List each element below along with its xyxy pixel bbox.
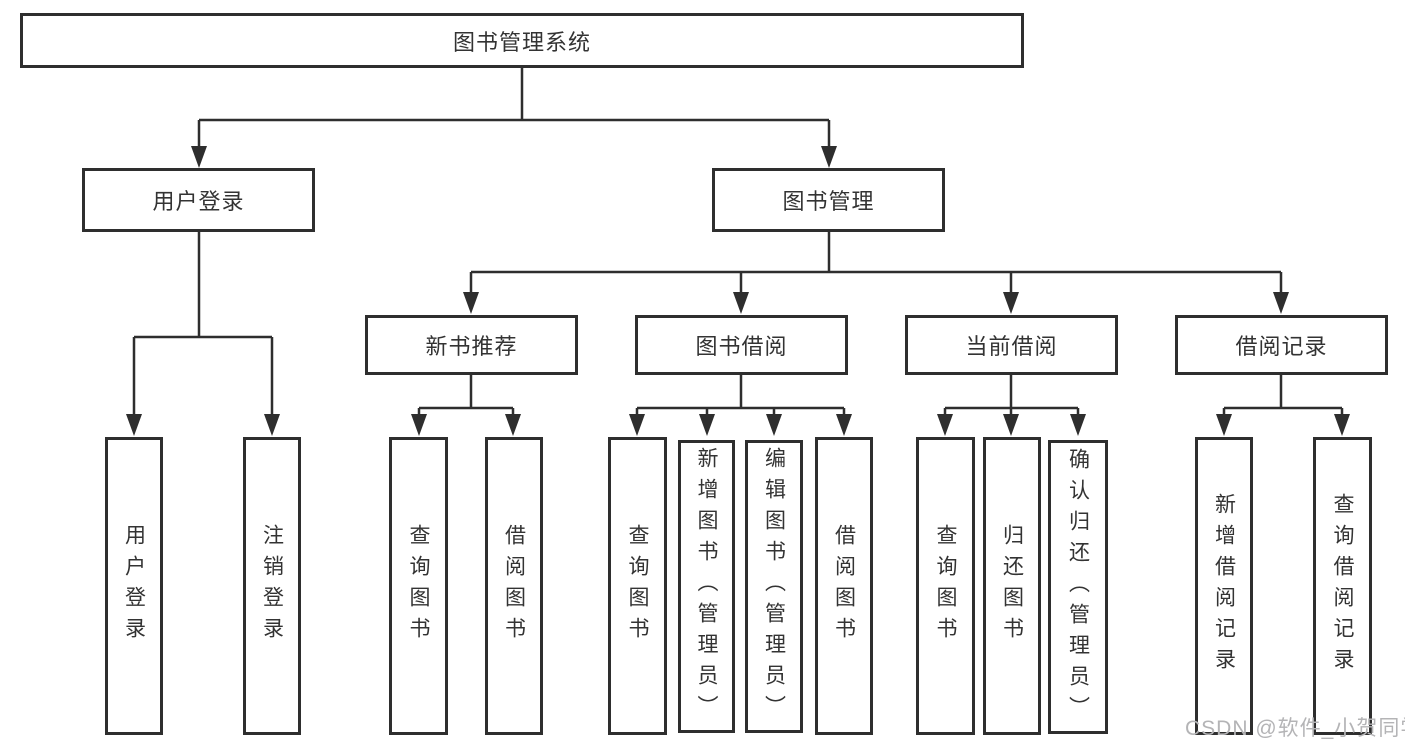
node-user-login: 用户登录 bbox=[82, 168, 315, 232]
leaf-add-books-admin: 新增图书（管理员） bbox=[678, 440, 735, 733]
leaf-query-borrow-record: 查询借阅记录 bbox=[1313, 437, 1372, 735]
leaf-edit-books-admin: 编辑图书（管理员） bbox=[745, 440, 803, 733]
leaf-logout: 注销登录 bbox=[243, 437, 301, 735]
node-book-borrow: 图书借阅 bbox=[635, 315, 848, 375]
node-new-book-recommend: 新书推荐 bbox=[365, 315, 578, 375]
tree-edges bbox=[132, 68, 1344, 418]
node-book-management: 图书管理 bbox=[712, 168, 945, 232]
leaf-borrow-books: 借阅图书 bbox=[815, 437, 873, 735]
leaf-borrow-books-recommend: 借阅图书 bbox=[485, 437, 543, 735]
leaf-return-books: 归还图书 bbox=[983, 437, 1041, 735]
leaf-query-books-borrow: 查询图书 bbox=[608, 437, 667, 735]
leaf-add-borrow-record: 新增借阅记录 bbox=[1195, 437, 1253, 735]
leaf-confirm-return-admin: 确认归还（管理员） bbox=[1048, 440, 1108, 734]
node-root-library-system: 图书管理系统 bbox=[20, 13, 1024, 68]
csdn-watermark: CSDN @软件_小贺同学 bbox=[1185, 717, 1405, 740]
node-borrow-records: 借阅记录 bbox=[1175, 315, 1388, 375]
leaf-query-books-recommend: 查询图书 bbox=[389, 437, 448, 735]
leaf-query-books-current: 查询图书 bbox=[916, 437, 975, 735]
node-current-borrow: 当前借阅 bbox=[905, 315, 1118, 375]
leaf-user-login: 用户登录 bbox=[105, 437, 163, 735]
